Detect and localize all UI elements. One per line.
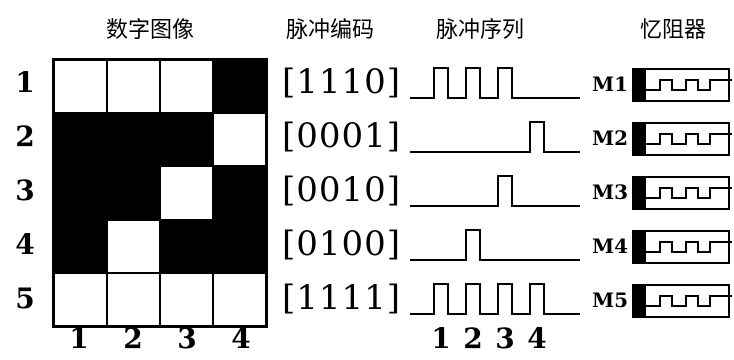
digital-image-grid	[52, 58, 268, 328]
header-memristor: 忆阻器	[640, 18, 707, 43]
header-pulse-sequence: 脉冲序列	[436, 18, 525, 43]
row-label: 2	[15, 120, 35, 153]
column-label: 4	[231, 322, 251, 355]
pixel-cell	[213, 60, 266, 114]
row-label: 5	[15, 282, 35, 315]
pixel-cell	[160, 219, 213, 273]
memristor-label: M1	[592, 72, 629, 96]
pulse-slot-label: 4	[527, 322, 547, 355]
pulse-slot-label: 1	[431, 322, 451, 355]
pulse-train	[410, 121, 580, 153]
pulse-train	[410, 229, 580, 261]
row-label: 4	[15, 228, 35, 261]
row-label: 1	[15, 66, 35, 99]
pulse-train	[410, 175, 580, 207]
pixel-cell	[54, 166, 107, 220]
memristor-box	[632, 230, 732, 264]
pixel-cell	[160, 272, 213, 326]
pixel-cell	[107, 166, 160, 220]
memristor-label: M5	[592, 288, 629, 312]
pixel-cell	[213, 272, 266, 326]
pixel-cell	[160, 113, 213, 167]
pixel-cell	[107, 272, 160, 326]
pixel-cell	[107, 219, 160, 273]
pulse-slot-label: 2	[463, 322, 483, 355]
pixel-cell	[107, 113, 160, 167]
memristor-box	[632, 68, 732, 102]
pixel-cell	[160, 166, 213, 220]
pulse-train	[410, 67, 580, 99]
column-label: 3	[177, 322, 197, 355]
pulse-code: [0100]	[282, 224, 402, 264]
memristor-waveform-icon	[646, 79, 732, 91]
pulse-code: [1110]	[282, 62, 402, 102]
pulse-code: [1111]	[282, 278, 402, 318]
memristor-waveform-icon	[646, 187, 732, 199]
memristor-box	[632, 284, 732, 318]
pulse-sequence-diagram	[410, 67, 580, 315]
pixel-cell	[54, 272, 107, 326]
row-label: 3	[15, 174, 35, 207]
pixel-cell	[213, 166, 266, 220]
header-digital-image: 数字图像	[106, 18, 195, 43]
header-pulse-encoding: 脉冲编码	[286, 18, 375, 43]
pixel-cell	[107, 60, 160, 114]
memristor-box	[632, 176, 732, 210]
column-label: 1	[69, 322, 89, 355]
pixel-cell	[213, 219, 266, 273]
memristor-label: M3	[592, 180, 629, 204]
memristor-label: M4	[592, 234, 629, 258]
pulse-code: [0010]	[282, 170, 402, 210]
pixel-cell	[160, 60, 213, 114]
column-label: 2	[123, 322, 143, 355]
memristor-waveform-icon	[646, 241, 732, 253]
pixel-cell	[54, 60, 107, 114]
pulse-slot-label: 3	[495, 322, 515, 355]
pixel-cell	[54, 219, 107, 273]
pulse-train	[410, 283, 580, 315]
pixel-cell	[213, 113, 266, 167]
memristor-label: M2	[592, 126, 629, 150]
pixel-cell	[54, 113, 107, 167]
memristor-waveform-icon	[646, 295, 732, 307]
memristor-waveform-icon	[646, 133, 732, 145]
pulse-code: [0001]	[282, 116, 402, 156]
memristor-box	[632, 122, 732, 156]
